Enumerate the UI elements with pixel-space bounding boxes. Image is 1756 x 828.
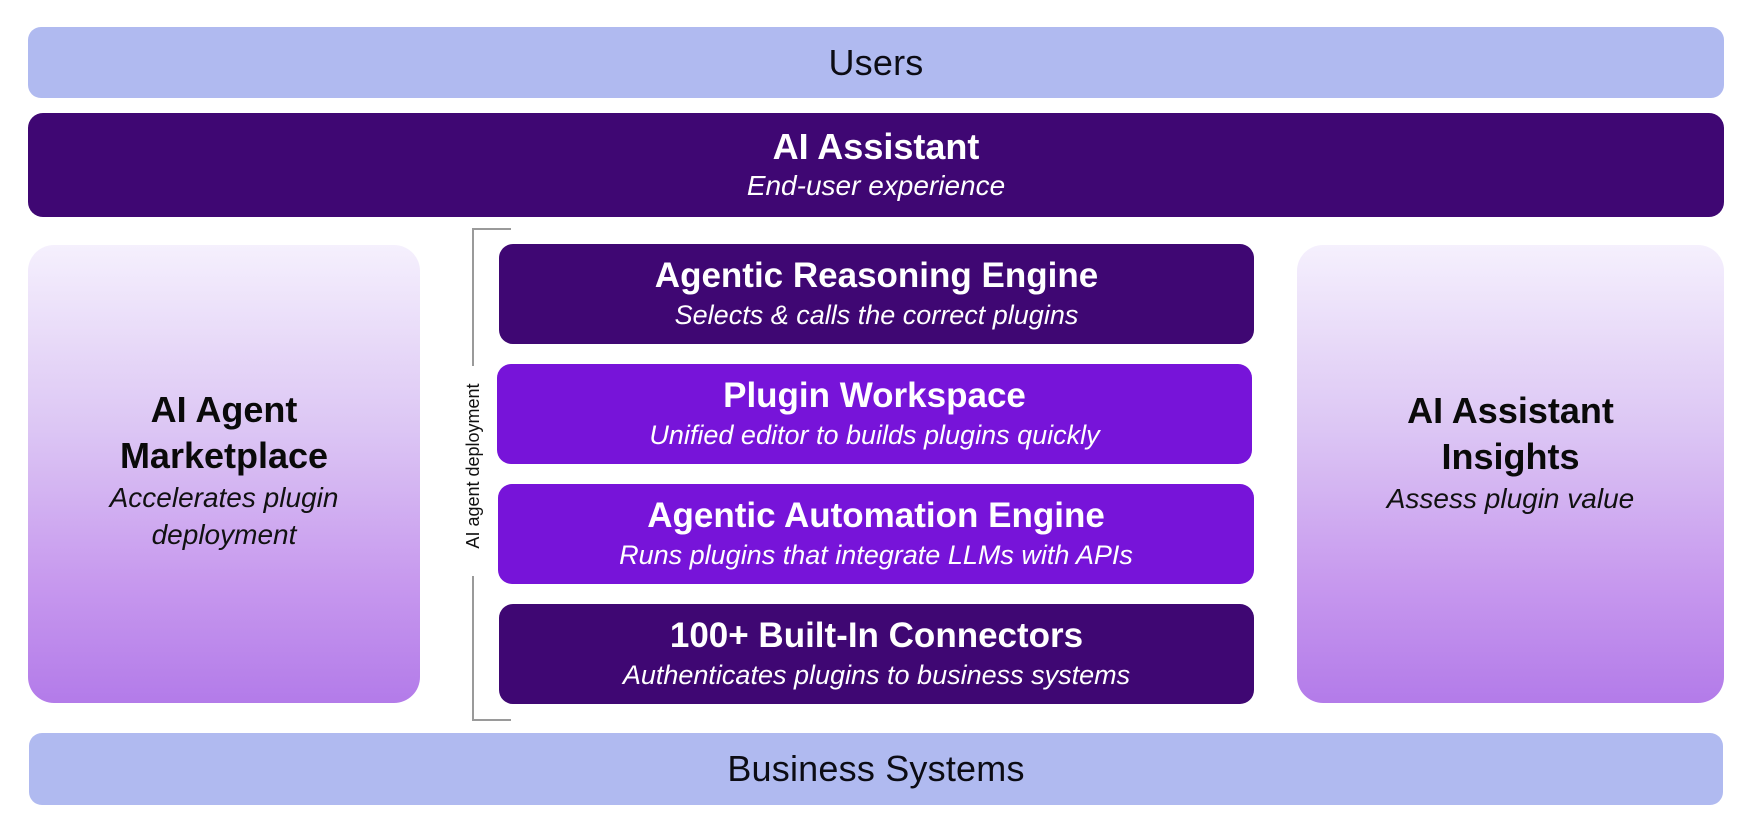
stack-subtitle: Selects & calls the correct plugins xyxy=(674,300,1079,330)
agentic-automation-engine-box: Agentic Automation Engine Runs plugins t… xyxy=(498,484,1254,584)
insights-title-line2: Insights xyxy=(1441,435,1580,477)
agentic-reasoning-engine-box: Agentic Reasoning Engine Selects & calls… xyxy=(499,244,1254,344)
business-systems-layer: Business Systems xyxy=(29,733,1723,805)
stack-subtitle: Unified editor to builds plugins quickly xyxy=(649,420,1100,450)
marketplace-subtitle-line2: deployment xyxy=(151,519,297,550)
bracket-bottom-tick xyxy=(472,719,511,721)
ai-assistant-title: AI Assistant xyxy=(772,126,980,167)
marketplace-subtitle-line1: Accelerates plugin xyxy=(109,482,339,513)
built-in-connectors-box: 100+ Built-In Connectors Authenticates p… xyxy=(499,604,1254,704)
stack-title: Agentic Reasoning Engine xyxy=(654,256,1099,295)
bracket-top-tick xyxy=(472,228,511,230)
marketplace-title-line2: Marketplace xyxy=(119,435,329,476)
users-label: Users xyxy=(828,41,924,83)
ai-assistant-insights-panel: AI Assistant Insights Assess plugin valu… xyxy=(1297,245,1724,703)
plugin-workspace-box: Plugin Workspace Unified editor to build… xyxy=(497,364,1252,464)
ai-agent-deployment-label: AI agent deployment xyxy=(463,383,483,549)
stack-title: 100+ Built-In Connectors xyxy=(669,616,1084,655)
bracket-line-lower xyxy=(472,576,474,721)
stack-title: Plugin Workspace xyxy=(723,376,1026,415)
stack-subtitle: Runs plugins that integrate LLMs with AP… xyxy=(619,540,1133,570)
users-layer: Users xyxy=(28,27,1724,98)
stack-subtitle: Authenticates plugins to business system… xyxy=(622,660,1131,690)
business-systems-label: Business Systems xyxy=(727,748,1025,789)
ai-assistant-layer: AI Assistant End-user experience xyxy=(28,113,1724,217)
ai-agent-marketplace-panel: AI Agent Marketplace Accelerates plugin … xyxy=(28,245,420,703)
stack-title: Agentic Automation Engine xyxy=(647,496,1105,535)
bracket-line-upper xyxy=(472,228,474,366)
marketplace-title-line1: AI Agent xyxy=(150,389,298,430)
insights-subtitle: Assess plugin value xyxy=(1386,482,1635,514)
insights-title-line1: AI Assistant xyxy=(1407,389,1614,431)
ai-assistant-subtitle: End-user experience xyxy=(746,170,1006,201)
